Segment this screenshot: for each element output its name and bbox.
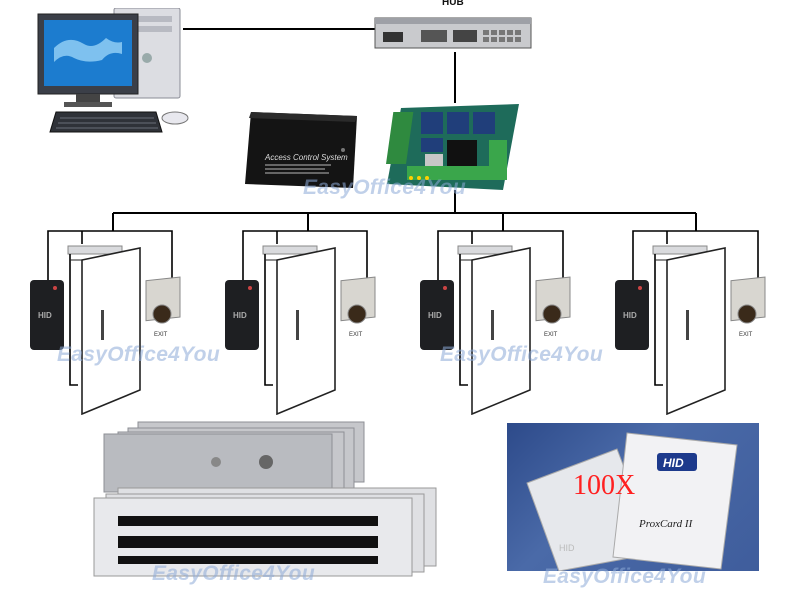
card-reader-icon bbox=[615, 280, 649, 350]
watermark: EasyOffice4You bbox=[57, 343, 220, 366]
maglock-icon bbox=[262, 245, 318, 255]
network-hub-icon bbox=[374, 17, 532, 49]
card-back-text: HID bbox=[559, 543, 575, 553]
door-icon bbox=[666, 247, 726, 415]
door-unit-3: HID EXIT bbox=[420, 245, 571, 415]
card-count-label: 100X bbox=[573, 470, 636, 501]
reader-label: HID bbox=[233, 311, 247, 320]
svg-text:EXIT: EXIT bbox=[154, 332, 168, 338]
watermark: EasyOffice4You bbox=[440, 343, 603, 366]
reader-label: HID bbox=[38, 311, 52, 320]
card-reader-icon bbox=[225, 280, 259, 350]
watermark: EasyOffice4You bbox=[303, 176, 466, 199]
access-controller-board bbox=[386, 104, 519, 190]
watermark: EasyOffice4You bbox=[543, 565, 706, 588]
watermark: EasyOffice4You bbox=[152, 562, 315, 585]
svg-text:EXIT: EXIT bbox=[349, 332, 363, 338]
maglock-icon bbox=[457, 245, 513, 255]
door-unit-2: HID EXIT bbox=[225, 245, 376, 415]
svg-text:EXIT: EXIT bbox=[739, 332, 753, 338]
reader-label: HID bbox=[428, 311, 442, 320]
maglock-icon bbox=[67, 245, 123, 255]
proximity-cards-icon: HID ProxCard II HID bbox=[526, 432, 738, 571]
card-model: ProxCard II bbox=[638, 518, 694, 530]
box-title: Access Control System bbox=[264, 153, 348, 162]
power-supply-box: Access Control System bbox=[245, 112, 357, 188]
card-reader-icon bbox=[30, 280, 64, 350]
door-icon bbox=[81, 247, 141, 415]
magnetic-locks-image bbox=[93, 421, 437, 577]
card-reader-icon bbox=[420, 280, 454, 350]
door-icon bbox=[471, 247, 531, 415]
doors-row: HID EXIT HID EXIT HID EXIT bbox=[30, 245, 766, 415]
door-unit-4: HID EXIT bbox=[615, 245, 766, 415]
card-brand: HID bbox=[663, 456, 684, 470]
hub-label: HUB bbox=[442, 0, 464, 8]
door-icon bbox=[276, 247, 336, 415]
reader-label: HID bbox=[623, 311, 637, 320]
maglock-icon bbox=[652, 245, 708, 255]
door-unit-1: HID EXIT bbox=[30, 245, 181, 415]
svg-text:EXIT: EXIT bbox=[544, 332, 558, 338]
computer-icon bbox=[37, 8, 189, 133]
